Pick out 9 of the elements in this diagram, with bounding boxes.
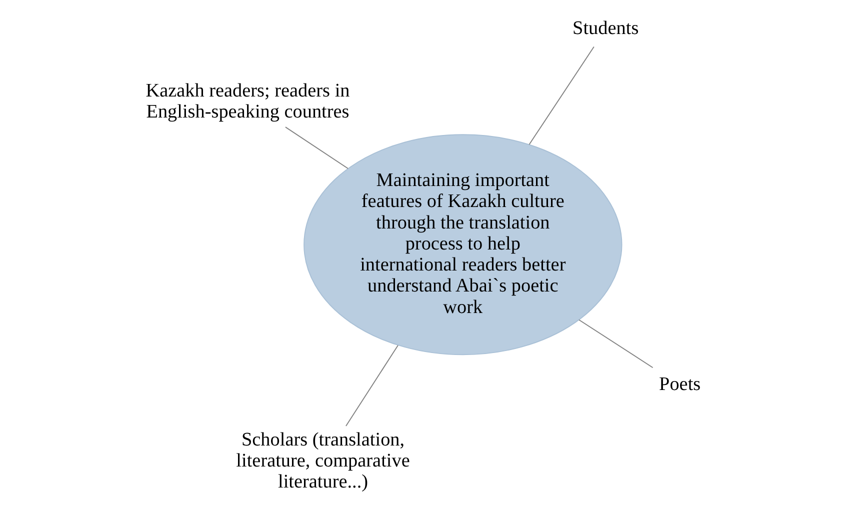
node-text: Students: [572, 18, 639, 39]
node-text: Scholars (translation, literature, comparative literature...): [236, 429, 410, 493]
node-text: Poets: [659, 374, 701, 395]
node-text: Kazakh readers; readers in English-speaking countres: [146, 80, 350, 122]
connector: [528, 46, 594, 145]
connector: [578, 319, 654, 368]
connector: [285, 126, 348, 169]
connector: [346, 344, 398, 426]
node-ellipse: Maintaining important features of Kazakh culture through the translation process to help international readers better understand Abai`s poetic work: [304, 134, 622, 356]
